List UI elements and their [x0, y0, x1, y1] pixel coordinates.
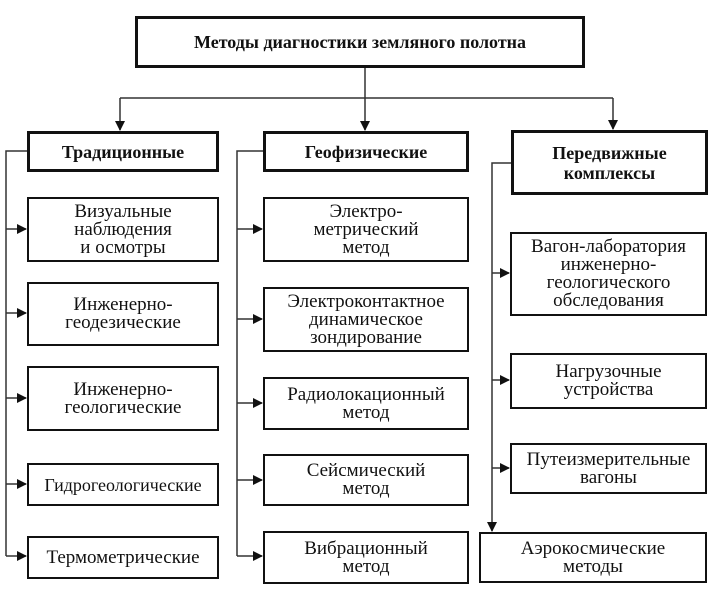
category-geophysical: Геофизические — [263, 131, 469, 172]
method-label: Путеизмерительные вагоны — [526, 448, 691, 488]
method-label: Вибрационный метод — [304, 537, 428, 577]
method-label: Аэрокосмические методы — [520, 537, 666, 577]
category-label: Традиционные — [61, 141, 185, 162]
method-label: Гидрогеологические — [44, 474, 202, 495]
method-label: Нагрузочные устройства — [555, 361, 662, 400]
method-label: Термометрические — [46, 546, 200, 568]
method-label: Вагон-лаборатория инженерно- геологическ… — [531, 236, 686, 311]
method-label: Визуальные наблюдения и осмотры — [74, 200, 172, 258]
method-node: Аэрокосмические методы — [479, 532, 707, 583]
method-label: Электро- метрический метод — [313, 200, 419, 258]
root-node: Методы диагностики земляного полотна — [135, 16, 585, 68]
connector-geophysical-spine — [236, 150, 263, 556]
method-label: Радиолокационный метод — [287, 383, 445, 423]
method-node: Вибрационный метод — [263, 531, 469, 584]
method-node: Инженерно- геологические — [27, 366, 219, 431]
method-label: Инженерно- геодезические — [65, 294, 181, 333]
method-node: Инженерно- геодезические — [27, 282, 219, 346]
method-label: Электроконтактное динамическое зондирова… — [287, 290, 445, 348]
method-label: Инженерно- геологические — [64, 378, 182, 418]
method-node: Электроконтактное динамическое зондирова… — [263, 287, 469, 352]
method-node: Вагон-лаборатория инженерно- геологическ… — [510, 232, 707, 316]
category-traditional: Традиционные — [27, 131, 219, 172]
method-node: Сейсмический метод — [263, 454, 469, 506]
method-node: Нагрузочные устройства — [510, 353, 707, 409]
category-mobile: Передвижные комплексы — [511, 130, 708, 195]
connector-traditional-spine — [5, 150, 27, 556]
category-label: Передвижные комплексы — [552, 142, 667, 183]
method-node: Гидрогеологические — [27, 463, 219, 506]
method-node: Термометрические — [27, 536, 219, 579]
category-label: Геофизические — [304, 141, 428, 162]
method-node: Радиолокационный метод — [263, 377, 469, 430]
method-node: Электро- метрический метод — [263, 197, 469, 262]
method-node: Визуальные наблюдения и осмотры — [27, 197, 219, 262]
root-node-label: Методы диагностики земляного полотна — [193, 32, 527, 52]
connector-mobile-spine — [487, 162, 511, 532]
method-label: Сейсмический метод — [306, 460, 426, 499]
method-node: Путеизмерительные вагоны — [510, 443, 707, 494]
